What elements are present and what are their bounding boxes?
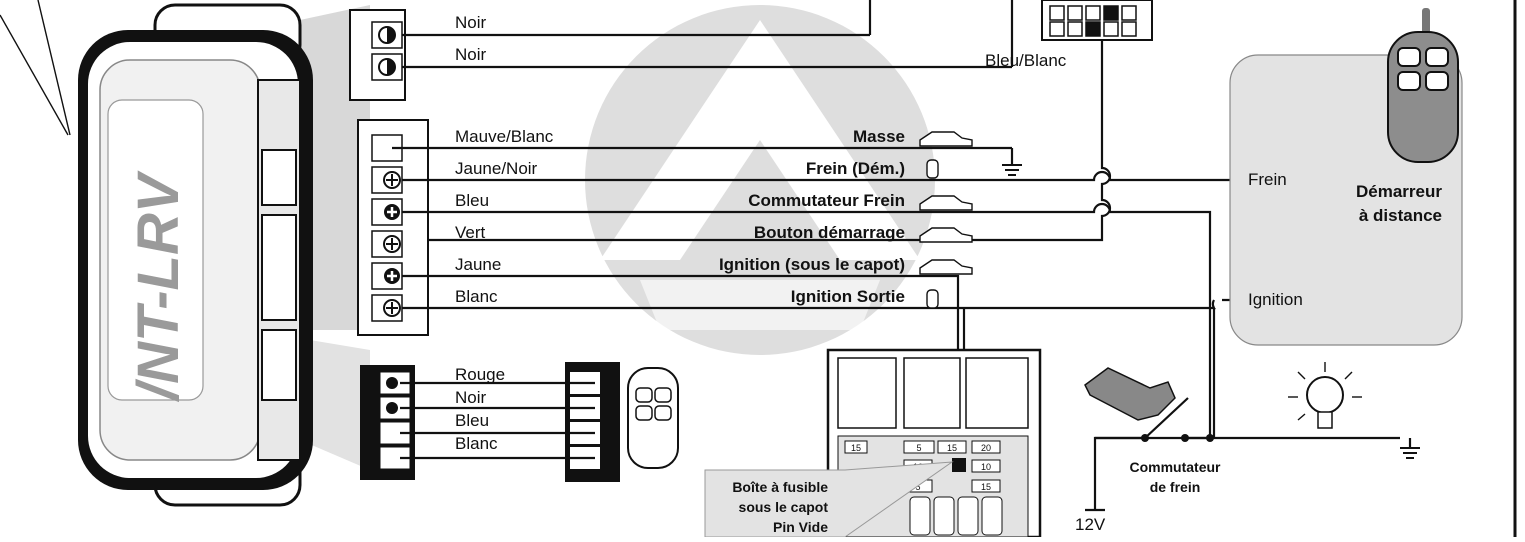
car-icon	[919, 131, 973, 275]
key-fob-icon	[627, 367, 679, 469]
bottom-connector-right	[565, 362, 620, 482]
starter-title-1: Démarreur	[1356, 182, 1442, 201]
bottom-wire-3: Bleu	[455, 411, 489, 430]
wire-function-5: Ignition (sous le capot)	[719, 255, 905, 274]
wire-function-6: Ignition Sortie	[791, 287, 905, 306]
top-wire-label-2: Noir	[455, 45, 487, 64]
module-wedge-bottom	[300, 340, 370, 470]
fuse-box-line1: Boîte à fusible	[732, 479, 828, 495]
wire-function-1: Masse	[853, 127, 905, 146]
brake-pedal-icon	[1084, 367, 1176, 421]
top-wire-label-1: Noir	[455, 13, 487, 32]
fuse-label-6: 10	[981, 462, 991, 472]
bottom-wire-4: Blanc	[455, 434, 498, 453]
wire-color-6: Blanc	[455, 287, 498, 306]
starter-frein-label: Frein	[1248, 170, 1287, 189]
wire-color-1: Mauve/Blanc	[455, 127, 554, 146]
brake-switch-line1: Commutateur	[1129, 459, 1221, 475]
remote-icon	[926, 159, 939, 309]
wire-color-3: Bleu	[455, 191, 489, 210]
fuse-label-4: 20	[981, 443, 991, 453]
main-connector	[357, 119, 429, 336]
wire-color-2: Jaune/Noir	[455, 159, 538, 178]
wire-function-4: Bouton démarrage	[754, 223, 905, 242]
remote-fob-large-icon	[1387, 8, 1459, 163]
starter-ignition-label: Ignition	[1248, 290, 1303, 309]
wire-color-4: Vert	[455, 223, 486, 242]
top-connector	[349, 9, 406, 101]
wire-color-5: Jaune	[455, 255, 501, 274]
starter-title-2: à distance	[1359, 206, 1442, 225]
fuse-box-line3: Pin Vide	[773, 519, 828, 535]
wire-function-2: Frein (Dém.)	[806, 159, 905, 178]
fuse-label-3: 15	[947, 443, 957, 453]
bottom-connector-left	[360, 365, 415, 480]
fuse-label-8: 15	[981, 482, 991, 492]
fuse-callout	[704, 461, 954, 538]
module-brand: /NT-LRV	[126, 170, 191, 403]
module-box: /NT-LRV	[78, 3, 313, 507]
brake-switch-line2: de frein	[1150, 479, 1201, 495]
fuse-label-2: 5	[916, 443, 921, 453]
brake-12v-label: 12V	[1075, 515, 1106, 534]
fuse-label-1: 15	[851, 443, 861, 453]
wire-function-3: Commutateur Frein	[748, 191, 905, 210]
bottom-wire-2: Noir	[455, 388, 487, 407]
brake-lamp-icon	[1288, 362, 1362, 429]
fuse-box-line2: sous le capot	[739, 499, 829, 515]
bleu-blanc-label: Bleu/Blanc	[985, 51, 1067, 70]
top-right-plug	[1041, 0, 1153, 41]
bottom-wire-1: Rouge	[455, 365, 505, 384]
fuse-label-7: 5	[915, 482, 920, 492]
